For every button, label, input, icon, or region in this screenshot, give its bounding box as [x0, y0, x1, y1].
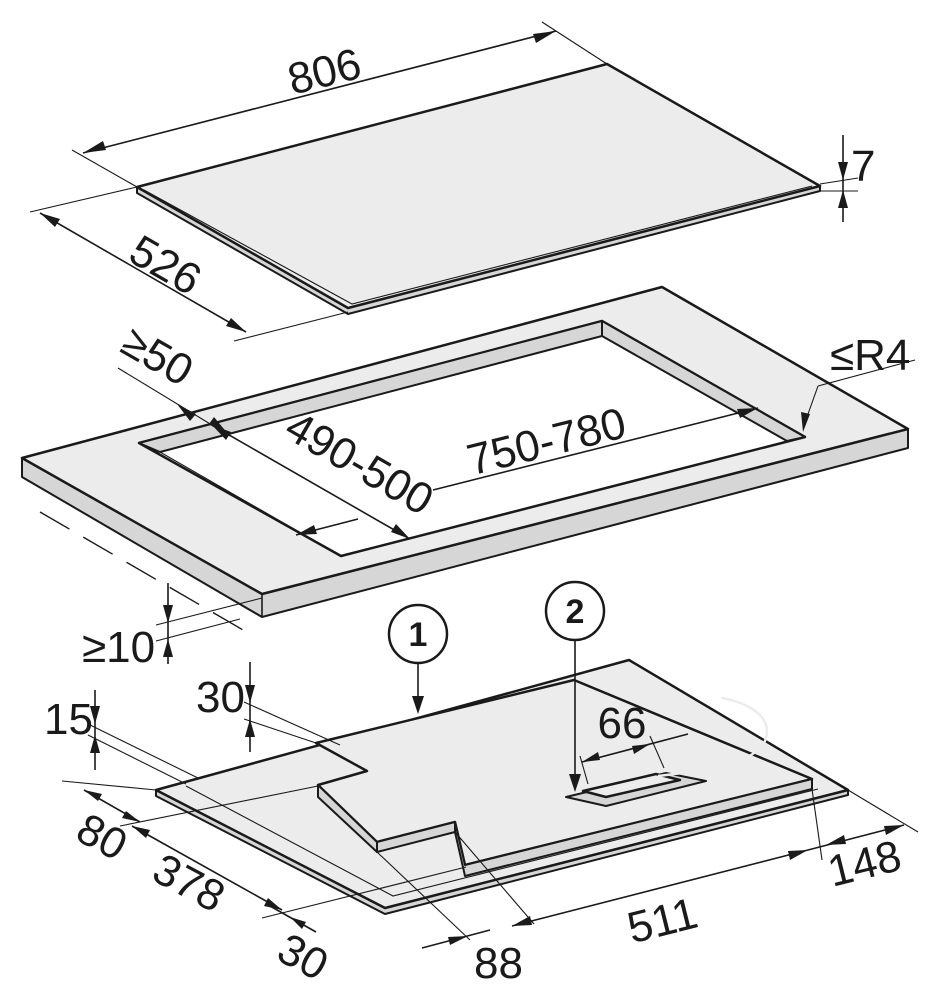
dim-min-clearance: ≥10: [82, 583, 263, 672]
label-housing-width: 511: [623, 889, 703, 954]
hob-plate-bevel: [143, 185, 813, 305]
label-housing-depth: 378: [145, 844, 233, 922]
hob-plate-top: [135, 62, 822, 310]
label-min-clearance: ≥10: [82, 623, 155, 672]
label-front-step: 30: [270, 924, 336, 990]
dim-right-offset: 148: [807, 789, 919, 897]
label-hob-thickness: 7: [851, 142, 875, 191]
underside-housing-top: [314, 678, 814, 867]
dim-hob-thickness: 7: [819, 135, 875, 222]
connection-box-top: [581, 772, 682, 799]
hob-underside: [154, 658, 850, 915]
dim-cutout-radius: ≤R4: [801, 331, 916, 432]
label-min-front-gap: ≥50: [113, 317, 201, 396]
worktop-dashed-line-lower: [39, 511, 251, 635]
label-cable-offset: 66: [598, 699, 647, 748]
label-hob-depth: 526: [121, 226, 209, 305]
worktop-dashed-line-upper: [21, 476, 263, 618]
worktop: [20, 285, 910, 635]
label-step-height: 30: [196, 673, 245, 722]
label-cutout-radius: ≤R4: [830, 331, 910, 380]
callout-1-label: 1: [409, 616, 428, 654]
callout-2: 2: [544, 580, 606, 792]
dim-step-height: 30: [196, 662, 341, 752]
hob-plate: [135, 62, 822, 315]
callout-1: 1: [387, 603, 449, 714]
dim-rear-offset: 88: [376, 831, 535, 988]
label-hob-width: 806: [283, 39, 366, 104]
dim-cable-offset: 66: [579, 699, 689, 785]
label-rear-offset: 88: [474, 939, 523, 988]
dim-base-height: 15: [44, 690, 199, 785]
callout-2-label: 2: [566, 593, 585, 631]
cutout-right-wall: [601, 320, 806, 442]
label-base-height: 15: [44, 695, 93, 744]
